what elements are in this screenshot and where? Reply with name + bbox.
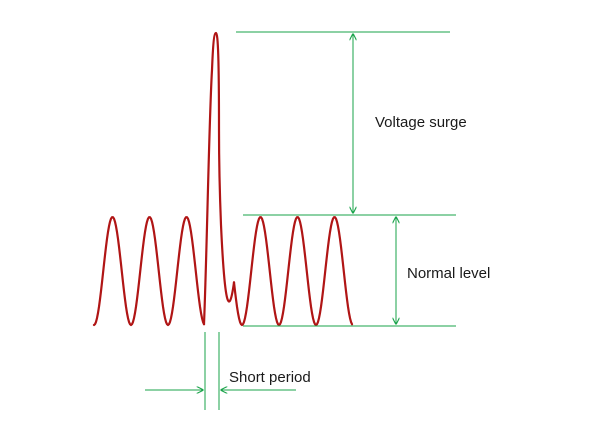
normal-label: Normal level <box>407 265 490 282</box>
sine-waveform <box>92 216 354 327</box>
surge-spike <box>202 31 236 326</box>
surge-label: Voltage surge <box>375 114 467 131</box>
period-label: Short period <box>229 369 311 386</box>
